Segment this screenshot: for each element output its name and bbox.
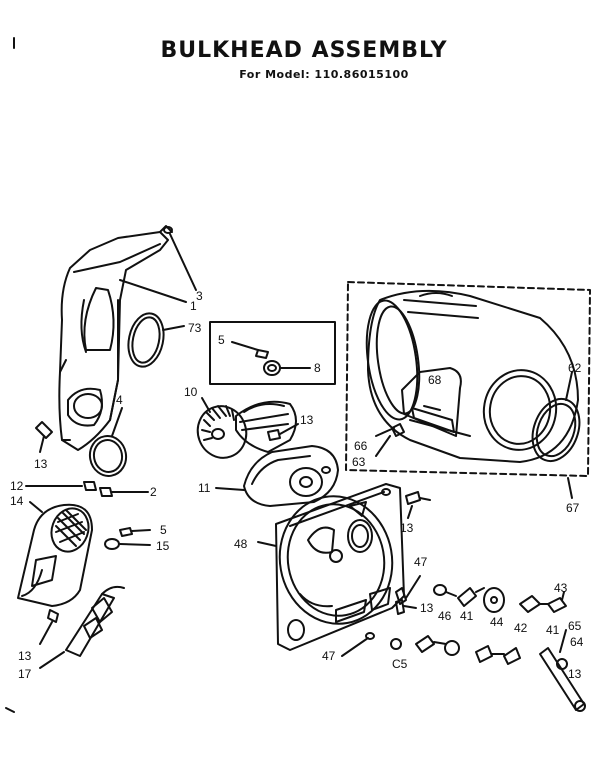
- callout-11: 11: [198, 481, 211, 495]
- bulkhead-duct-part: [58, 225, 173, 451]
- drum-roller-hardware: [365, 575, 586, 712]
- screw-part-13: [267, 423, 299, 441]
- callout-C5: C5: [392, 657, 408, 671]
- callout-67: 67: [566, 501, 580, 515]
- callout-68: 68: [428, 373, 442, 387]
- callout-13: 13: [420, 601, 434, 615]
- callout-63: 63: [352, 455, 366, 469]
- callout-5-upper: 5: [218, 333, 225, 347]
- callout-65: 65: [568, 619, 582, 633]
- callout-10: 10: [184, 385, 198, 399]
- screw-part-3: [163, 226, 197, 291]
- callout-43: 43: [554, 581, 568, 595]
- callout-8: 8: [314, 361, 321, 375]
- callout-62: 62: [568, 361, 582, 375]
- callout-3: 3: [196, 289, 203, 303]
- callout-48: 48: [234, 537, 248, 551]
- lint-filter-housing-part-14: [17, 501, 93, 607]
- leader-lines: [341, 591, 567, 657]
- callout-1: 1: [190, 299, 197, 313]
- callout-13: 13: [300, 413, 314, 427]
- washer-part-15: [104, 538, 151, 550]
- callout-64: 64: [570, 635, 584, 649]
- bulkhead-panel-part-48: [257, 483, 405, 651]
- callout-14: 14: [10, 494, 24, 508]
- screw-part-63: [375, 423, 405, 457]
- duct-seal-part-4: [88, 407, 128, 477]
- diagram-title: BULKHEAD ASSEMBLY: [160, 38, 448, 63]
- callout-13: 13: [568, 667, 582, 681]
- blower-wheel-part-10: [196, 397, 248, 459]
- callout-13: 13: [400, 521, 414, 535]
- callout-5-lower: 5: [160, 523, 167, 537]
- callout-42: 42: [514, 621, 528, 635]
- callout-73: 73: [188, 321, 202, 335]
- callout-46: 46: [438, 609, 452, 623]
- seal-ring-part-73: [127, 312, 185, 368]
- callout-47: 47: [414, 555, 428, 569]
- drum-assembly-group-67: [345, 281, 591, 477]
- margin-mark: [5, 707, 15, 713]
- screw-part-13: [405, 491, 431, 519]
- callout-13: 13: [34, 457, 48, 471]
- callout-66: 66: [354, 439, 368, 453]
- callout-41: 41: [460, 609, 474, 623]
- callout-13: 13: [18, 649, 32, 663]
- screw-part-2: [99, 487, 149, 497]
- callout-12: 12: [10, 479, 24, 493]
- screw-part-13: [35, 421, 53, 453]
- thermostat-bracket-part-17: [39, 585, 125, 669]
- callout-4: 4: [116, 393, 123, 407]
- leader-line: [567, 477, 573, 499]
- callout-2: 2: [150, 485, 157, 499]
- callout-44: 44: [490, 615, 504, 629]
- diagram-subtitle: For Model: 110.86015100: [239, 68, 409, 81]
- callout-15: 15: [156, 539, 170, 553]
- drum-seal-part-62: [531, 371, 581, 462]
- callout-labels: 3 1 73 4 13 12 2 14 5 15 13 17 5 8 10 13…: [10, 289, 584, 681]
- callout-41: 41: [546, 623, 560, 637]
- blower-housing-part-11: [215, 445, 339, 507]
- screw-part-12: [25, 481, 97, 491]
- callout-17: 17: [18, 667, 32, 681]
- screw-part-13: [39, 609, 59, 645]
- callout-47: 47: [322, 649, 336, 663]
- leader-line: [119, 279, 187, 303]
- screw-part-5-lower: [119, 527, 151, 537]
- inset-box-parts-5-8: [209, 321, 336, 385]
